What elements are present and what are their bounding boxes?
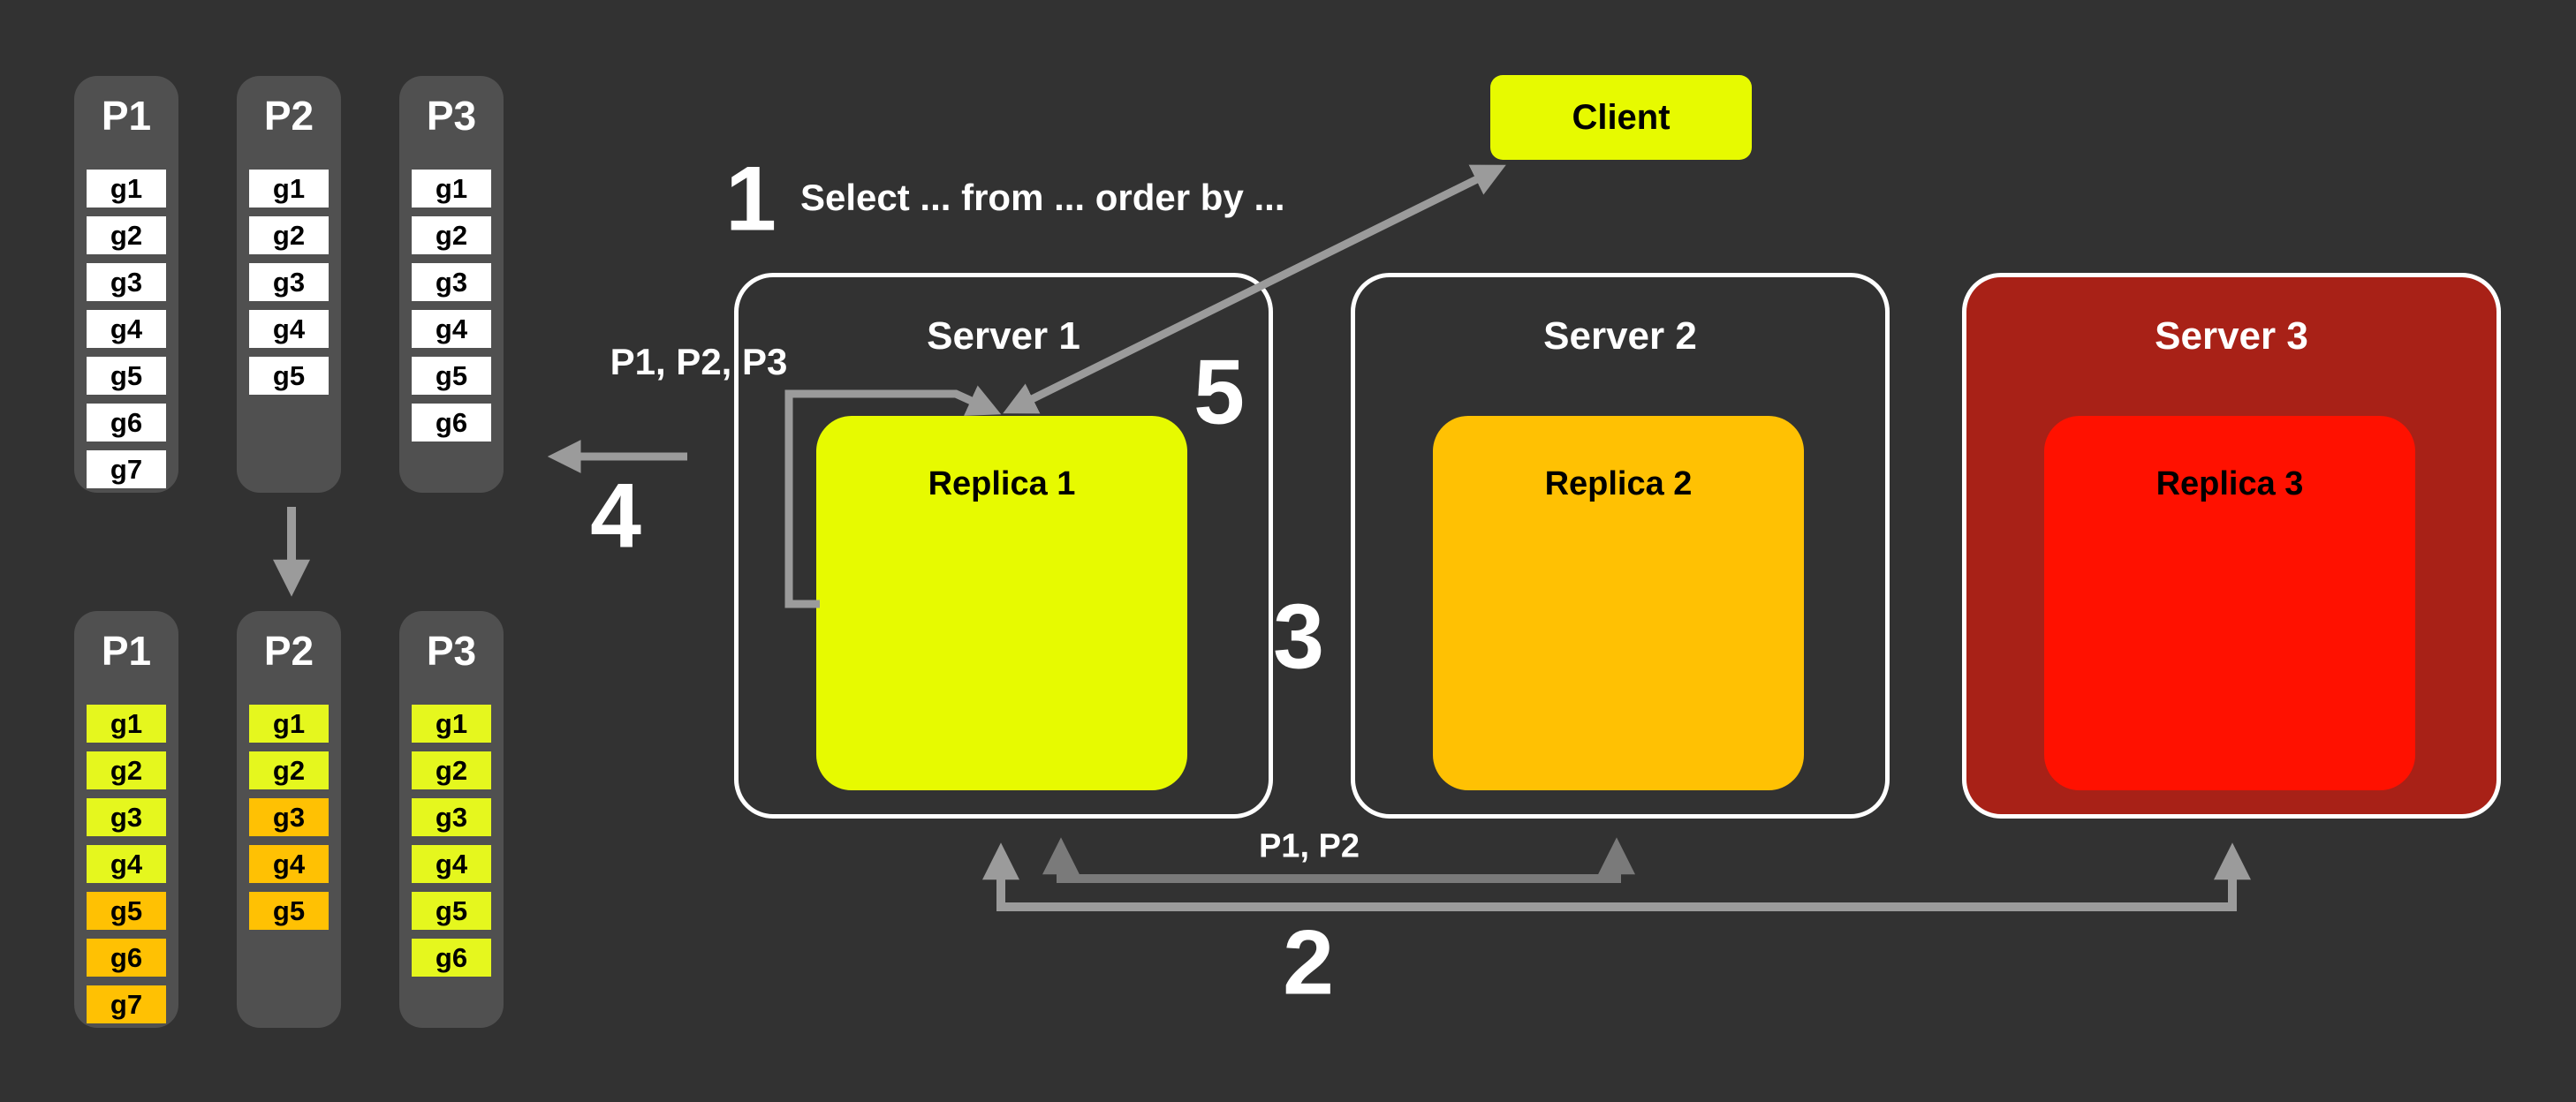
client-box: Client xyxy=(1490,75,1752,160)
server-1-title: Server 1 xyxy=(927,314,1080,358)
group-chip-g1: g1 xyxy=(249,170,329,208)
group-chip-g5: g5 xyxy=(249,892,329,930)
partition-label: P3 xyxy=(426,93,477,139)
server-1-partitions-label: P1, P2, P3 xyxy=(610,341,788,382)
chip-list: g1 g2 g3 g4 g5 g6 g7 xyxy=(87,170,166,488)
group-chip-g5: g5 xyxy=(412,892,491,930)
server-2-title: Server 2 xyxy=(1543,314,1697,358)
partition-column-bottom-p2: P2 g1 g2 g3 g4 g5 xyxy=(237,611,341,1028)
group-chip-g5: g5 xyxy=(87,357,166,395)
step-4-number: 4 xyxy=(590,464,641,568)
partition-label: P1 xyxy=(101,93,152,139)
group-chip-g5: g5 xyxy=(87,892,166,930)
chip-list: g1 g2 g3 g4 g5 xyxy=(249,170,329,395)
group-chip-g4: g4 xyxy=(87,310,166,348)
chip-list: g1 g2 g3 g4 g5 xyxy=(249,705,329,930)
partition-column-bottom-p3: P3 g1 g2 g3 g4 g5 g6 xyxy=(399,611,504,1028)
partition-label: P1 xyxy=(101,628,152,674)
partition-column-bottom-p1: P1 g1 g2 g3 g4 g5 g6 g7 xyxy=(74,611,178,1028)
group-chip-g2: g2 xyxy=(412,216,491,254)
group-chip-g6: g6 xyxy=(87,404,166,442)
group-chip-g5: g5 xyxy=(412,357,491,395)
step-2-outer-bracket-arrow xyxy=(982,842,2251,911)
server-3-title: Server 3 xyxy=(2155,314,2308,358)
server-1-box: Server 1 Replica 1 xyxy=(734,273,1273,819)
group-chip-g6: g6 xyxy=(87,939,166,977)
group-chip-g3: g3 xyxy=(87,798,166,836)
step-5-number: 5 xyxy=(1193,341,1245,444)
partition-column-top-p3: P3 g1 g2 g3 g4 g5 g6 xyxy=(399,76,504,493)
group-chip-g6: g6 xyxy=(412,404,491,442)
partition-column-top-p1: P1 g1 g2 g3 g4 g5 g6 g7 xyxy=(74,76,178,493)
step-2-number: 2 xyxy=(1283,911,1334,1015)
group-chip-g4: g4 xyxy=(412,845,491,883)
replica-2-label: Replica 2 xyxy=(1544,465,1693,502)
group-chip-g3: g3 xyxy=(412,798,491,836)
group-chip-g7: g7 xyxy=(87,450,166,488)
replica-3-box: Replica 3 xyxy=(2044,416,2415,790)
replica-3-label: Replica 3 xyxy=(2156,465,2304,502)
group-chip-g1: g1 xyxy=(412,170,491,208)
group-chip-g5: g5 xyxy=(249,357,329,395)
group-chip-g2: g2 xyxy=(249,216,329,254)
partition-group-bottom: P1 g1 g2 g3 g4 g5 g6 g7 P2 g1 g2 g3 g4 g5 P3 g1 g2 g3 g4 g5… xyxy=(0,611,548,1028)
group-chip-g3: g3 xyxy=(87,263,166,301)
partition-label: P2 xyxy=(263,628,314,674)
server-3-box: Server 3 Replica 3 xyxy=(1962,273,2501,819)
group-chip-g3: g3 xyxy=(249,263,329,301)
group-chip-g6: g6 xyxy=(412,939,491,977)
replica-1-label: Replica 1 xyxy=(928,465,1076,502)
partition-label: P3 xyxy=(426,628,477,674)
group-chip-g3: g3 xyxy=(412,263,491,301)
group-chip-g7: g7 xyxy=(87,985,166,1023)
query-annotation: Select ... from ... order by ... xyxy=(800,177,1285,218)
group-chip-g1: g1 xyxy=(87,170,166,208)
partition-column-top-p2: P2 g1 g2 g3 g4 g5 xyxy=(237,76,341,493)
step-3-number: 3 xyxy=(1273,585,1324,689)
chip-list: g1 g2 g3 g4 g5 g6 g7 xyxy=(87,705,166,1023)
client-label: Client xyxy=(1572,97,1671,137)
group-chip-g2: g2 xyxy=(412,751,491,789)
group-chip-g1: g1 xyxy=(412,705,491,743)
chip-list: g1 g2 g3 g4 g5 g6 xyxy=(412,705,491,977)
group-chip-g2: g2 xyxy=(249,751,329,789)
partition-group-top: P1 g1 g2 g3 g4 g5 g6 g7 P2 g1 g2 g3 g4 g5 P3 g1 g2 g3 g4 g5… xyxy=(0,76,548,493)
group-chip-g1: g1 xyxy=(249,705,329,743)
server-2-box: Server 2 Replica 2 xyxy=(1351,273,1890,819)
group-chip-g2: g2 xyxy=(87,216,166,254)
group-chip-g4: g4 xyxy=(249,845,329,883)
chip-list: g1 g2 g3 g4 g5 g6 xyxy=(412,170,491,442)
replica-1-box: Replica 1 xyxy=(816,416,1187,790)
step-2-inner-bracket-arrow xyxy=(1042,837,1635,883)
replica-2-box: Replica 2 xyxy=(1433,416,1804,790)
group-chip-g2: g2 xyxy=(87,751,166,789)
group-chip-g4: g4 xyxy=(249,310,329,348)
group-chip-g4: g4 xyxy=(412,310,491,348)
partition-label: P2 xyxy=(263,93,314,139)
group-chip-g1: g1 xyxy=(87,705,166,743)
group-chip-g4: g4 xyxy=(87,845,166,883)
step-1-number: 1 xyxy=(725,147,777,251)
step-2-partitions-label: P1, P2 xyxy=(1258,827,1360,865)
group-chip-g3: g3 xyxy=(249,798,329,836)
